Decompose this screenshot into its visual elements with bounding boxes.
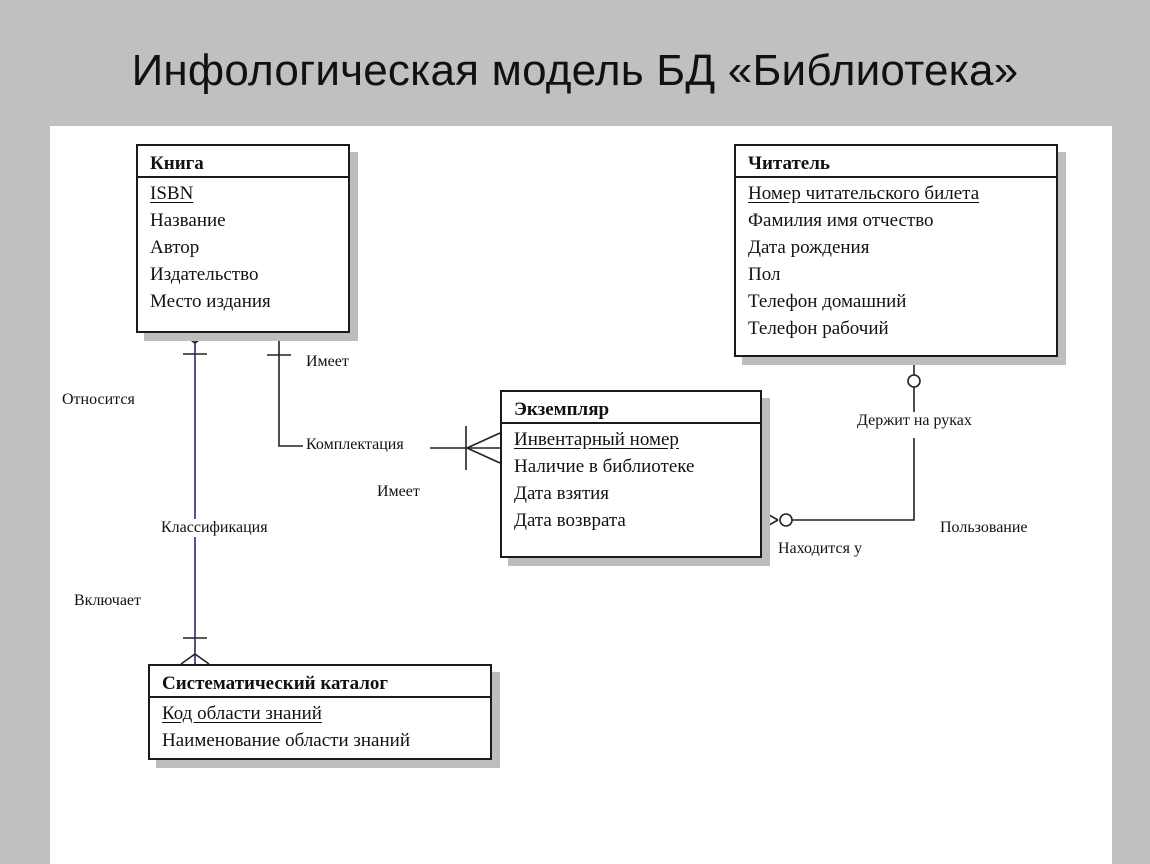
label-reader-copy-role-copy: Находится у [778, 540, 862, 557]
label-book-catalog-role-book: Относится [62, 391, 135, 408]
crowfoot-reader-copy-1 [759, 509, 779, 521]
attribute-return-date: Дата возврата [514, 510, 626, 531]
circle-reader [907, 374, 921, 388]
label-book-copy-name: Комплектация [306, 436, 404, 453]
attribute-isbn: ISBN [150, 183, 194, 204]
attribute-inventory-number: Инвентарный номер [514, 429, 679, 450]
line-reader-copy-3 [792, 438, 915, 521]
entity-reader[interactable]: Читатель Номер читательского билета Фами… [734, 144, 1058, 357]
line-book-copy [278, 333, 303, 447]
entity-catalog-title: Систематический каталог [150, 666, 490, 698]
label-book-catalog-name: Классификация [161, 519, 268, 537]
attribute-birth-date: Дата рождения [748, 237, 870, 258]
slide-title: Инфологическая модель БД «Библиотека» [131, 46, 1019, 95]
entity-book-title: Книга [138, 146, 348, 178]
circle-copy [779, 513, 793, 527]
entity-reader-title: Читатель [736, 146, 1056, 178]
attribute-availability: Наличие в библиотеке [514, 456, 695, 477]
crowfoot-book-1 [180, 332, 196, 344]
crowfoot-copy-1 [466, 432, 501, 449]
crowfoot-catalog-1 [180, 653, 196, 665]
label-book-copy-role-book: Имеет [306, 353, 349, 370]
crowfoot-catalog-2 [194, 653, 210, 665]
attribute-gender: Пол [748, 264, 781, 285]
crowfoot-reader-copy-2 [759, 519, 779, 531]
label-reader-copy-name: Пользование [940, 519, 1028, 536]
entity-book[interactable]: Книга ISBN Название Автор Издательство М… [136, 144, 350, 333]
entity-catalog-attributes: Код области знаний Наименование области … [150, 698, 490, 754]
entity-catalog[interactable]: Систематический каталог Код области знан… [148, 664, 492, 760]
attribute-author: Автор [150, 237, 200, 258]
attribute-issue-date: Дата взятия [514, 483, 610, 504]
attribute-full-name: Фамилия имя отчество [748, 210, 934, 231]
entity-reader-attributes: Номер читательского билета Фамилия имя о… [736, 178, 1056, 342]
diagram-canvas: Книга ISBN Название Автор Издательство М… [50, 126, 1112, 864]
entity-copy-attributes: Инвентарный номер Наличие в библиотеке Д… [502, 424, 760, 534]
attribute-work-phone: Телефон рабочий [748, 318, 889, 339]
attribute-publisher: Издательство [150, 264, 259, 285]
attribute-title: Название [150, 210, 226, 231]
attribute-area-name: Наименование области знаний [162, 730, 410, 751]
attribute-publication-place: Место издания [150, 291, 271, 312]
attribute-area-code: Код области знаний [162, 703, 322, 724]
label-book-catalog-role-catalog: Включает [74, 592, 142, 609]
entity-copy[interactable]: Экземпляр Инвентарный номер Наличие в би… [500, 390, 762, 558]
crowfoot-copy-2 [466, 447, 501, 464]
crowfoot-book-2 [194, 332, 210, 344]
entity-copy-title: Экземпляр [502, 392, 760, 424]
attribute-card-number: Номер читательского билета [748, 183, 980, 204]
label-reader-copy-role-reader: Держит на руках [857, 412, 972, 430]
relationship-lines [180, 332, 921, 665]
entity-book-attributes: ISBN Название Автор Издательство Место и… [138, 178, 348, 315]
attribute-home-phone: Телефон домашний [748, 291, 907, 312]
label-book-copy-role-copy: Имеет [377, 483, 420, 500]
